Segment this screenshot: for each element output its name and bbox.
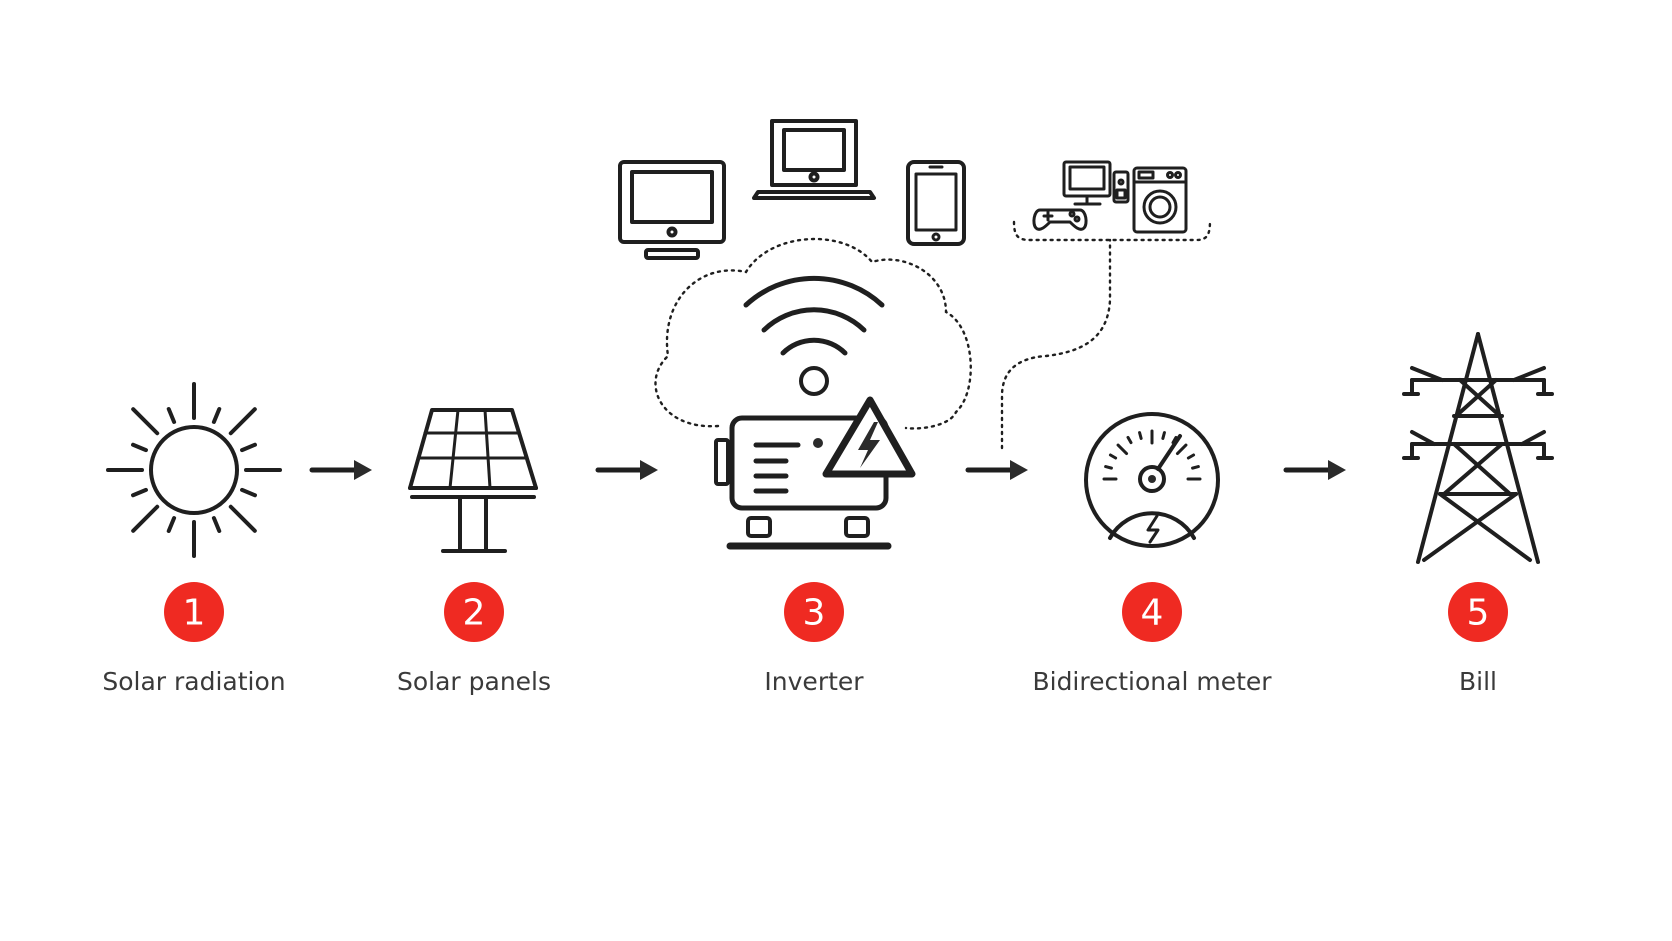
sun-ray bbox=[131, 487, 148, 498]
step-number: 1 bbox=[183, 593, 206, 634]
sun-ray bbox=[240, 442, 257, 453]
sun-ray bbox=[240, 487, 257, 498]
meter-tick bbox=[1161, 431, 1166, 440]
step-label: Solar radiation bbox=[102, 667, 285, 696]
meter-tick bbox=[1171, 435, 1178, 445]
router-icon bbox=[1112, 170, 1130, 204]
step-number: 5 bbox=[1467, 593, 1490, 634]
sun-ray bbox=[228, 504, 257, 533]
inverter-icon bbox=[714, 396, 916, 550]
solar-panel-icon bbox=[408, 408, 538, 553]
sun-ray bbox=[131, 407, 160, 436]
arrow-4 bbox=[1283, 460, 1346, 480]
step-badge bbox=[1122, 582, 1182, 642]
sun-ray bbox=[228, 407, 257, 436]
power-tower-icon bbox=[1402, 332, 1554, 564]
sun-ray bbox=[166, 407, 177, 424]
laptop-icon bbox=[752, 119, 876, 200]
step-label: Inverter bbox=[764, 667, 864, 696]
sun-ray bbox=[211, 516, 222, 533]
step-label: Solar panels bbox=[397, 667, 551, 696]
arrow-3 bbox=[965, 460, 1028, 480]
meter-tick bbox=[1138, 431, 1143, 440]
sun-ray bbox=[166, 516, 177, 533]
meter-tick bbox=[1175, 443, 1188, 456]
step-number: 3 bbox=[803, 593, 826, 634]
meter-icon bbox=[1084, 412, 1220, 548]
arrow-1 bbox=[309, 460, 372, 480]
sun-icon bbox=[106, 382, 282, 558]
appliance-link-line bbox=[1000, 218, 1212, 450]
appliances-group bbox=[1032, 160, 1188, 234]
meter-tick bbox=[1104, 465, 1113, 470]
gamepad-icon bbox=[1032, 208, 1088, 231]
meter-tick bbox=[1186, 453, 1196, 460]
step-badge bbox=[164, 582, 224, 642]
desktop-icon bbox=[1062, 160, 1112, 206]
sun-ray bbox=[211, 407, 222, 424]
step-number: 2 bbox=[463, 593, 486, 634]
sun-ray bbox=[131, 442, 148, 453]
step-badge bbox=[784, 582, 844, 642]
cloud-icon bbox=[654, 237, 972, 430]
sun-ray bbox=[131, 504, 160, 533]
wifi-icon bbox=[743, 275, 885, 396]
meter-tick bbox=[1116, 443, 1129, 456]
arrow-2 bbox=[595, 460, 658, 480]
tablet-icon bbox=[906, 160, 966, 246]
monitor-icon bbox=[618, 160, 726, 260]
step-badge bbox=[1448, 582, 1508, 642]
meter-tick bbox=[1108, 453, 1118, 460]
step-badge bbox=[444, 582, 504, 642]
step-label: Bidirectional meter bbox=[1032, 667, 1272, 696]
washing-machine-icon bbox=[1132, 166, 1188, 234]
step-label: Bill bbox=[1459, 667, 1497, 696]
meter-tick bbox=[1191, 465, 1200, 470]
step-number: 4 bbox=[1141, 593, 1164, 634]
meter-tick bbox=[1126, 435, 1133, 445]
